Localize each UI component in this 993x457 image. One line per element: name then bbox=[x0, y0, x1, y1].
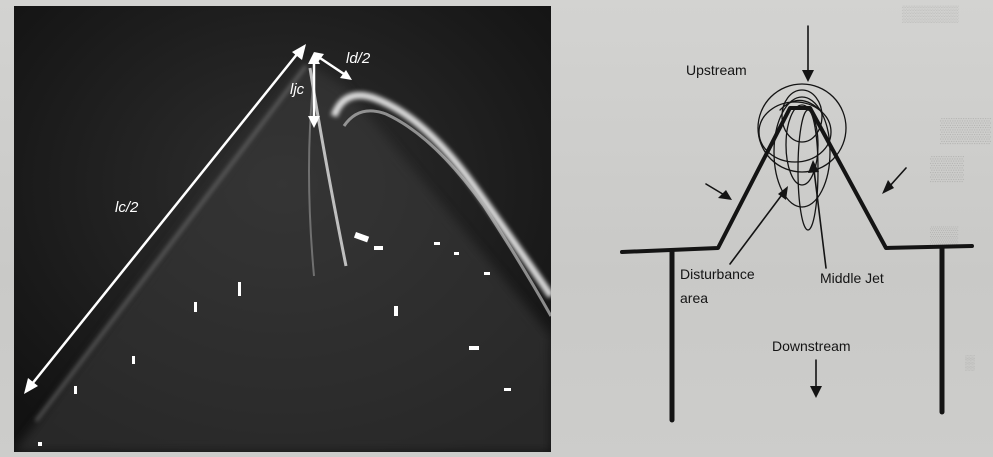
middle-jet-label: Middle Jet bbox=[820, 270, 884, 286]
upstream-label: Upstream bbox=[686, 62, 747, 78]
channel-profile bbox=[622, 108, 972, 252]
flow-photograph: lc/2 ljc ld/2 bbox=[14, 6, 551, 452]
downstream-label: Downstream bbox=[772, 338, 851, 354]
disturbance-area-label-line1: Disturbance bbox=[680, 266, 755, 282]
schematic-drawing bbox=[600, 20, 990, 430]
flow-schematic: Upstream Disturbance area Middle Jet Dow… bbox=[600, 20, 990, 430]
disturbance-area-label-line2: area bbox=[680, 290, 708, 306]
lc-half-label: lc/2 bbox=[115, 199, 138, 216]
photo-drawing bbox=[14, 6, 551, 452]
ljc-label: ljc bbox=[290, 81, 304, 98]
ld-half-label: ld/2 bbox=[346, 50, 370, 67]
